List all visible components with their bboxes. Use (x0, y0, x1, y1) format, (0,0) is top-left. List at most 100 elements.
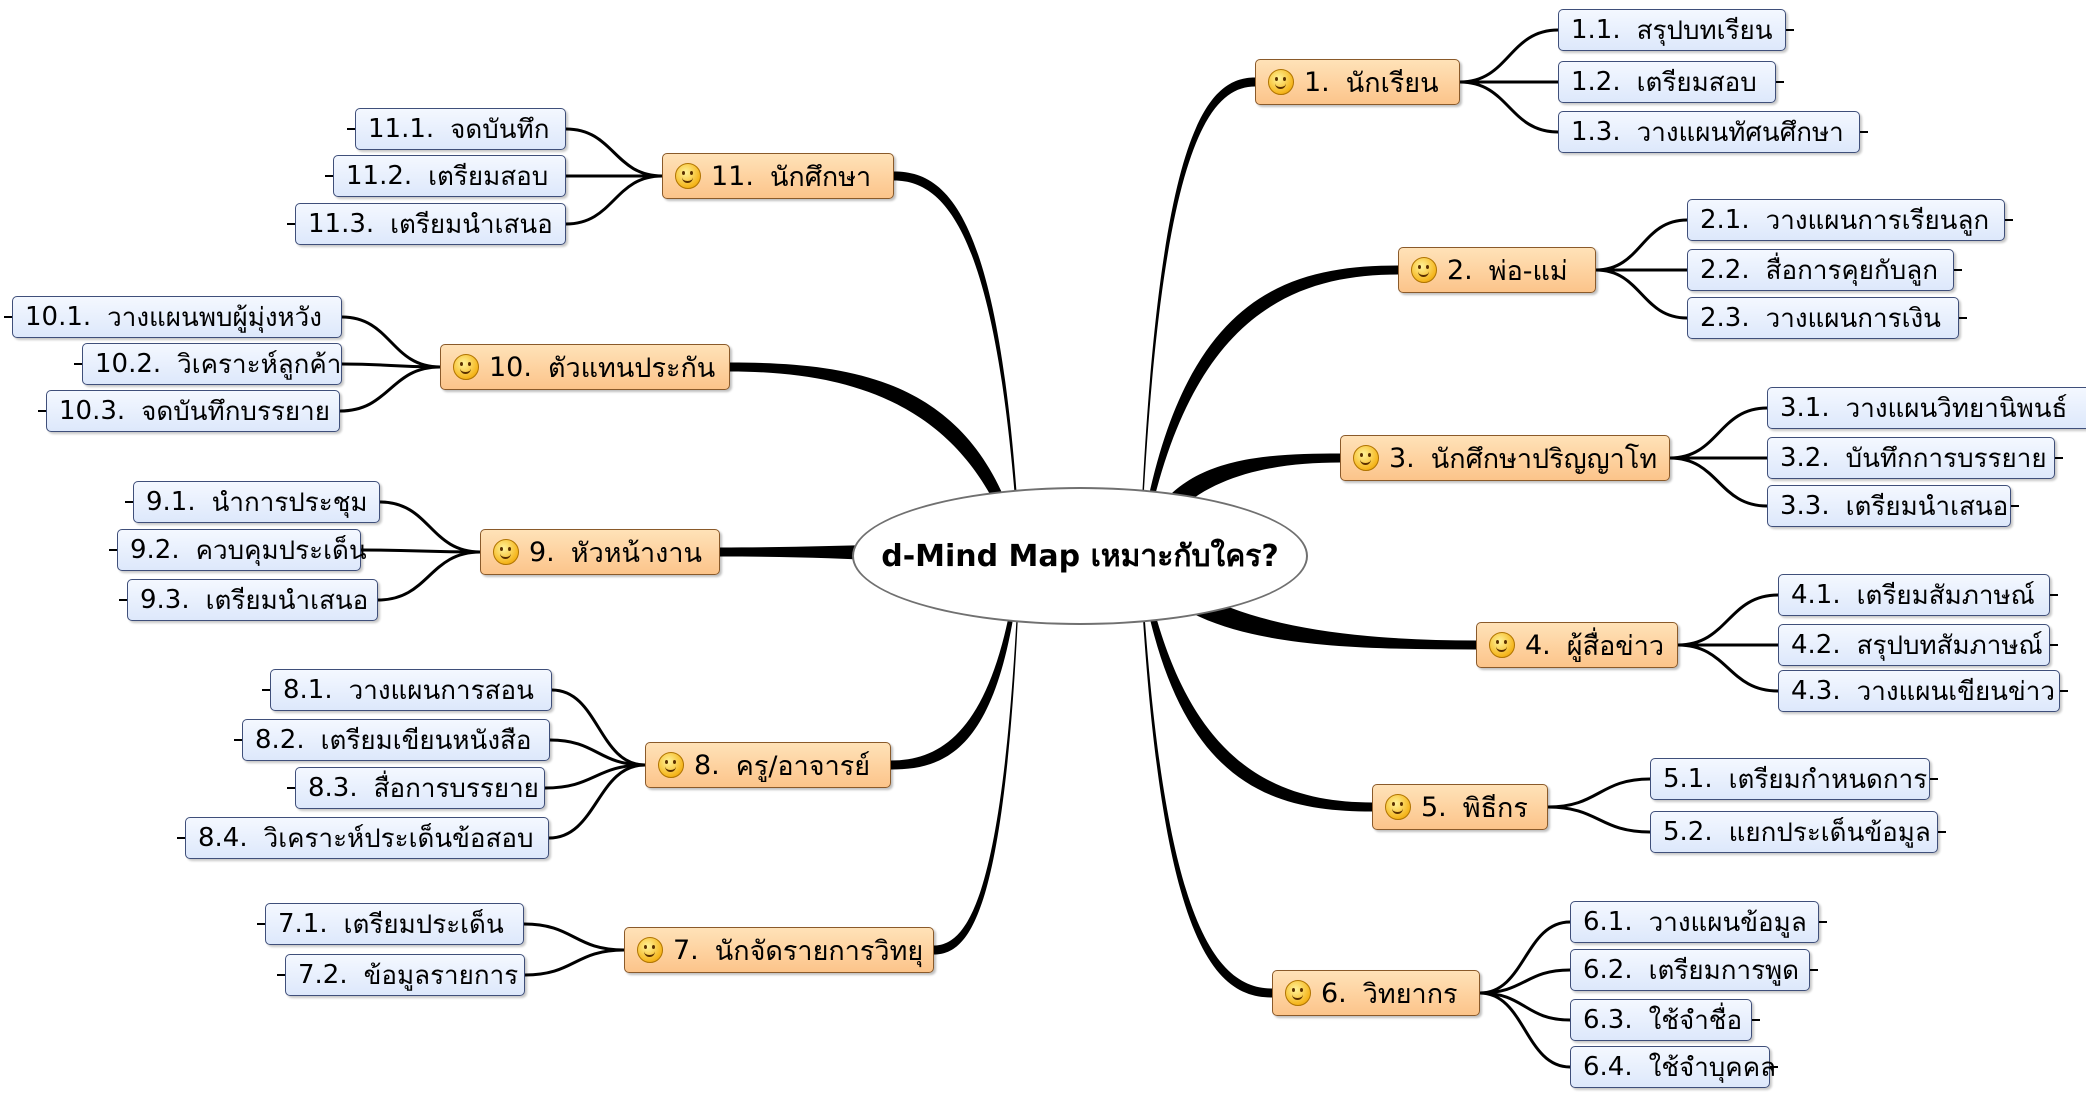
sub-connector (341, 315, 441, 369)
sub-connector (1547, 777, 1651, 809)
subtopic-10-3[interactable]: 10.3.จดบันทึกบรรยาย (46, 390, 340, 432)
sub-connector (544, 763, 646, 790)
sub-connector (360, 548, 481, 554)
subtopic-8-2[interactable]: 8.2.เตรียมเขียนหนังสือ (242, 719, 550, 761)
subtopic-5-1[interactable]: 5.1.เตรียมกำหนดการ (1650, 758, 1930, 800)
subtopic-1-2[interactable]: 1.2.เตรียมสอบ (1558, 61, 1776, 103)
main-topic-5[interactable]: 5.พิธีกร (1372, 784, 1548, 830)
subtopic-11-3[interactable]: 11.3.เตรียมนำเสนอ (295, 203, 566, 245)
subtopic-7-2[interactable]: 7.2. ข้อมูลรายการ (285, 954, 525, 996)
main-topic-10[interactable]: 10.ตัวแทนประกัน (440, 344, 730, 390)
subtopic-8-4[interactable]: 8.4. วิเคราะห์ประเด็นข้อสอบ (185, 817, 549, 859)
topic-number: 6.1. (1583, 907, 1633, 937)
sub-connector (1595, 218, 1688, 272)
main-topic-6[interactable]: 6.วิทยากร (1272, 970, 1480, 1016)
subtopic-11-1[interactable]: 11.1.จดบันทึก (355, 108, 566, 150)
sub-connector (1677, 643, 1779, 693)
subtopic-4-2[interactable]: 4.2. สรุปบทสัมภาษณ์ (1778, 624, 2050, 666)
sub-connector (1479, 968, 1571, 995)
smiley-icon (1385, 794, 1411, 820)
topic-number: 9.3. (140, 585, 190, 615)
smiley-icon (1285, 980, 1311, 1006)
main-topic-2[interactable]: 2.พ่อ-แม่ (1398, 247, 1596, 293)
topic-number: 8.3. (308, 773, 358, 803)
subtopic-6-4[interactable]: 6.4.ใช้จำบุคคล (1570, 1046, 1776, 1088)
subtopic-8-3[interactable]: 8.3.สื่อการบรรยาย (295, 767, 545, 809)
topic-label: จดบันทึก (450, 114, 550, 145)
subtopic-4-1[interactable]: 4.1.เตรียมสัมภาษณ์ (1778, 574, 2050, 616)
topic-number: 6.3. (1583, 1005, 1633, 1035)
sub-connector (548, 763, 646, 840)
topic-number: 11. (711, 160, 754, 192)
sub-connector (523, 922, 625, 952)
main-topic-3[interactable]: 3.นักศึกษาปริญญาโท (1340, 435, 1670, 481)
main-topic-11[interactable]: 11. นักศึกษา (662, 153, 894, 199)
subtopic-10-2[interactable]: 10.2.วิเคราะห์ลูกค้า (82, 343, 342, 385)
sub-connector (551, 688, 646, 767)
main-topic-8[interactable]: 8.ครู/อาจารย์ (645, 742, 891, 788)
subtopic-9-1[interactable]: 9.1.นำการประชุม (133, 481, 380, 523)
subtopic-2-2[interactable]: 2.2.สื่อการคุยกับลูก (1687, 249, 1954, 291)
topic-label: นักจัดรายการวิทยุ (714, 935, 924, 967)
subtopic-6-3[interactable]: 6.3.ใช้จำชื่อ (1570, 999, 1752, 1041)
subtopic-9-3[interactable]: 9.3.เตรียมนำเสนอ (127, 579, 378, 621)
topic-number: 5.1. (1663, 764, 1713, 794)
main-topic-9[interactable]: 9.หัวหน้างาน (480, 529, 720, 575)
topic-label: พ่อ-แม่ (1488, 255, 1568, 287)
topic-number: 6. (1321, 977, 1347, 1009)
sub-connector (1459, 28, 1559, 84)
subtopic-8-1[interactable]: 8.1.วางแผนการสอน (270, 669, 552, 711)
smiley-icon (1489, 632, 1515, 658)
topic-number: 9. (529, 536, 555, 568)
main-connector (1140, 453, 1340, 569)
smiley-icon (675, 163, 701, 189)
subtopic-4-3[interactable]: 4.3.วางแผนเขียนข่าว (1778, 670, 2060, 712)
topic-label: เตรียมนำเสนอ (390, 209, 553, 240)
smiley-icon (658, 752, 684, 778)
sub-connector (377, 550, 481, 602)
topic-number: 7.2. (298, 960, 348, 990)
topic-number: 8.4. (198, 823, 248, 853)
topic-number: 10.2. (95, 349, 162, 379)
topic-label: ตัวแทนประกัน (547, 352, 716, 384)
topic-label: สื่อการคุยกับลูก (1765, 255, 1938, 286)
topic-number: 4.2. (1791, 630, 1841, 660)
subtopic-1-3[interactable]: 1.3.วางแผนทัศนศึกษา (1558, 111, 1860, 153)
topic-label: ครู/อาจารย์ (735, 750, 871, 782)
sub-connector (565, 127, 663, 178)
subtopic-1-1[interactable]: 1.1. สรุปบทเรียน (1558, 9, 1786, 51)
topic-number: 1.1. (1571, 15, 1621, 45)
subtopic-3-3[interactable]: 3.3.เตรียมนำเสนอ (1767, 485, 2011, 527)
subtopic-6-1[interactable]: 6.1.วางแผนข้อมูล (1570, 901, 1819, 943)
topic-label: สรุปบทสัมภาษณ์ (1856, 630, 2043, 661)
subtopic-3-1[interactable]: 3.1.วางแผนวิทยานิพนธ์ (1767, 387, 2086, 429)
topic-label: ผู้สื่อข่าว (1566, 630, 1665, 662)
subtopic-11-2[interactable]: 11.2.เตรียมสอบ (333, 155, 566, 197)
topic-label: นักศึกษา (769, 161, 872, 193)
subtopic-2-3[interactable]: 2.3.วางแผนการเงิน (1687, 297, 1959, 339)
topic-label: ควบคุมประเด็น (195, 535, 367, 566)
sub-connector (1479, 991, 1571, 1069)
main-topic-4[interactable]: 4.ผู้สื่อข่าว (1476, 622, 1678, 668)
sub-connector (1669, 456, 1768, 508)
topic-number: 2.3. (1700, 303, 1750, 333)
topic-number: 7. (673, 934, 699, 966)
subtopic-7-1[interactable]: 7.1.เตรียมประเด็น (265, 903, 524, 945)
topic-label: สรุปบทเรียน (1636, 15, 1773, 46)
topic-number: 9.2. (130, 535, 180, 565)
topic-label: วิเคราะห์ประเด็นข้อสอบ (263, 823, 534, 854)
topic-number: 6.4. (1583, 1052, 1633, 1082)
main-topic-1[interactable]: 1.นักเรียน (1255, 59, 1460, 105)
topic-label: เตรียมประเด็น (343, 909, 504, 940)
topic-label: ข้อมูลรายการ (363, 960, 519, 991)
main-topic-7[interactable]: 7. นักจัดรายการวิทยุ (624, 927, 934, 973)
subtopic-6-2[interactable]: 6.2.เตรียมการพูด (1570, 949, 1810, 991)
subtopic-2-1[interactable]: 2.1.วางแผนการเรียนลูก (1687, 199, 2005, 241)
subtopic-10-1[interactable]: 10.1.วางแผนพบผู้มุ่งหวัง (12, 296, 342, 338)
subtopic-9-2[interactable]: 9.2. ควบคุมประเด็น (117, 529, 367, 571)
topic-label: วางแผนการเรียนลูก (1765, 205, 1990, 236)
central-topic[interactable]: d-Mind Map เหมาะกับใคร? (852, 487, 1308, 625)
subtopic-3-2[interactable]: 3.2.บันทึกการบรรยาย (1767, 437, 2055, 479)
subtopic-5-2[interactable]: 5.2.แยกประเด็นข้อมูล (1650, 811, 1938, 853)
